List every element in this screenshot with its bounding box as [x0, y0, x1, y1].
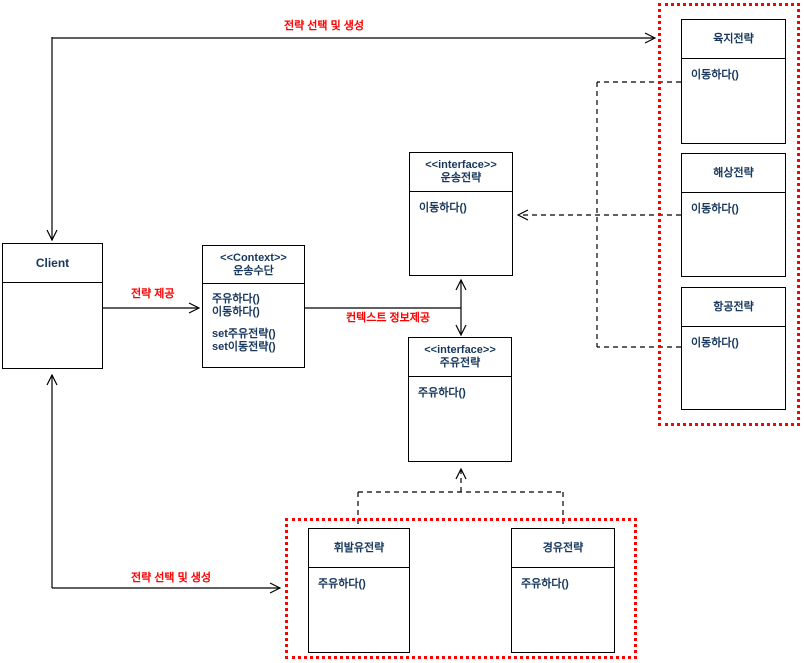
client-to-context-label: 전략 제공	[131, 288, 175, 300]
context-method: 주유하다()	[212, 293, 260, 305]
refuel-interface-method: 주유하다()	[418, 387, 466, 399]
diesel-strategy-method: 주유하다()	[521, 578, 569, 590]
transport-interface-method: 이동하다()	[419, 202, 467, 214]
top-relation-label: 전략 선택 및 생성	[284, 20, 365, 32]
air-strategy-name: 항공전략	[713, 300, 754, 313]
land-strategy-method: 이동하다()	[691, 69, 739, 81]
diesel-strategy-box: 경유전략 주유하다()	[511, 528, 615, 653]
context-info-label: 컨텍스트 정보제공	[346, 312, 431, 324]
sea-strategy-name: 해상전략	[713, 166, 754, 179]
refuel-interface-box: <<interface>> 주유전략 주유하다()	[408, 337, 512, 462]
refuel-interface-name: 주유전략	[439, 357, 481, 369]
client-class-name: Client	[35, 255, 70, 270]
sea-strategy-box: 해상전략 이동하다()	[681, 153, 786, 277]
refuel-interface-stereotype: <<interface>>	[424, 344, 496, 356]
gasoline-strategy-box: 휘발유전략 주유하다()	[308, 528, 410, 653]
context-class-box: <<Context>> 운송수단 주유하다() 이동하다() set주유전략()…	[202, 245, 305, 368]
transport-interface-box: <<interface>> 운송전략 이동하다()	[409, 152, 513, 276]
bottom-relation-label: 전략 선택 및 생성	[131, 572, 212, 584]
client-class-box: Client	[2, 243, 103, 369]
context-method: set이동전략()	[212, 341, 276, 353]
air-strategy-box: 항공전략 이동하다()	[681, 287, 786, 410]
fuel-strategy-group-frame	[285, 518, 637, 659]
diesel-strategy-name: 경유전략	[542, 541, 584, 554]
land-strategy-box: 육지전략 이동하다()	[681, 19, 786, 144]
movement-strategy-group-frame	[658, 3, 800, 426]
context-class-name: 운송수단	[233, 264, 274, 277]
transport-interface-stereotype: <<interface>>	[425, 159, 497, 171]
gasoline-strategy-method: 주유하다()	[318, 578, 366, 590]
transport-interface-name: 운송전략	[440, 172, 482, 184]
context-method: set주유전략()	[212, 328, 276, 340]
context-method-spacer	[212, 319, 300, 328]
air-strategy-method: 이동하다()	[691, 337, 739, 349]
context-method: 이동하다()	[212, 306, 260, 318]
gasoline-strategy-name: 휘발유전략	[333, 541, 385, 554]
context-stereotype: <<Context>>	[220, 251, 287, 264]
sea-strategy-method: 이동하다()	[691, 203, 739, 215]
land-strategy-name: 육지전략	[713, 32, 754, 45]
